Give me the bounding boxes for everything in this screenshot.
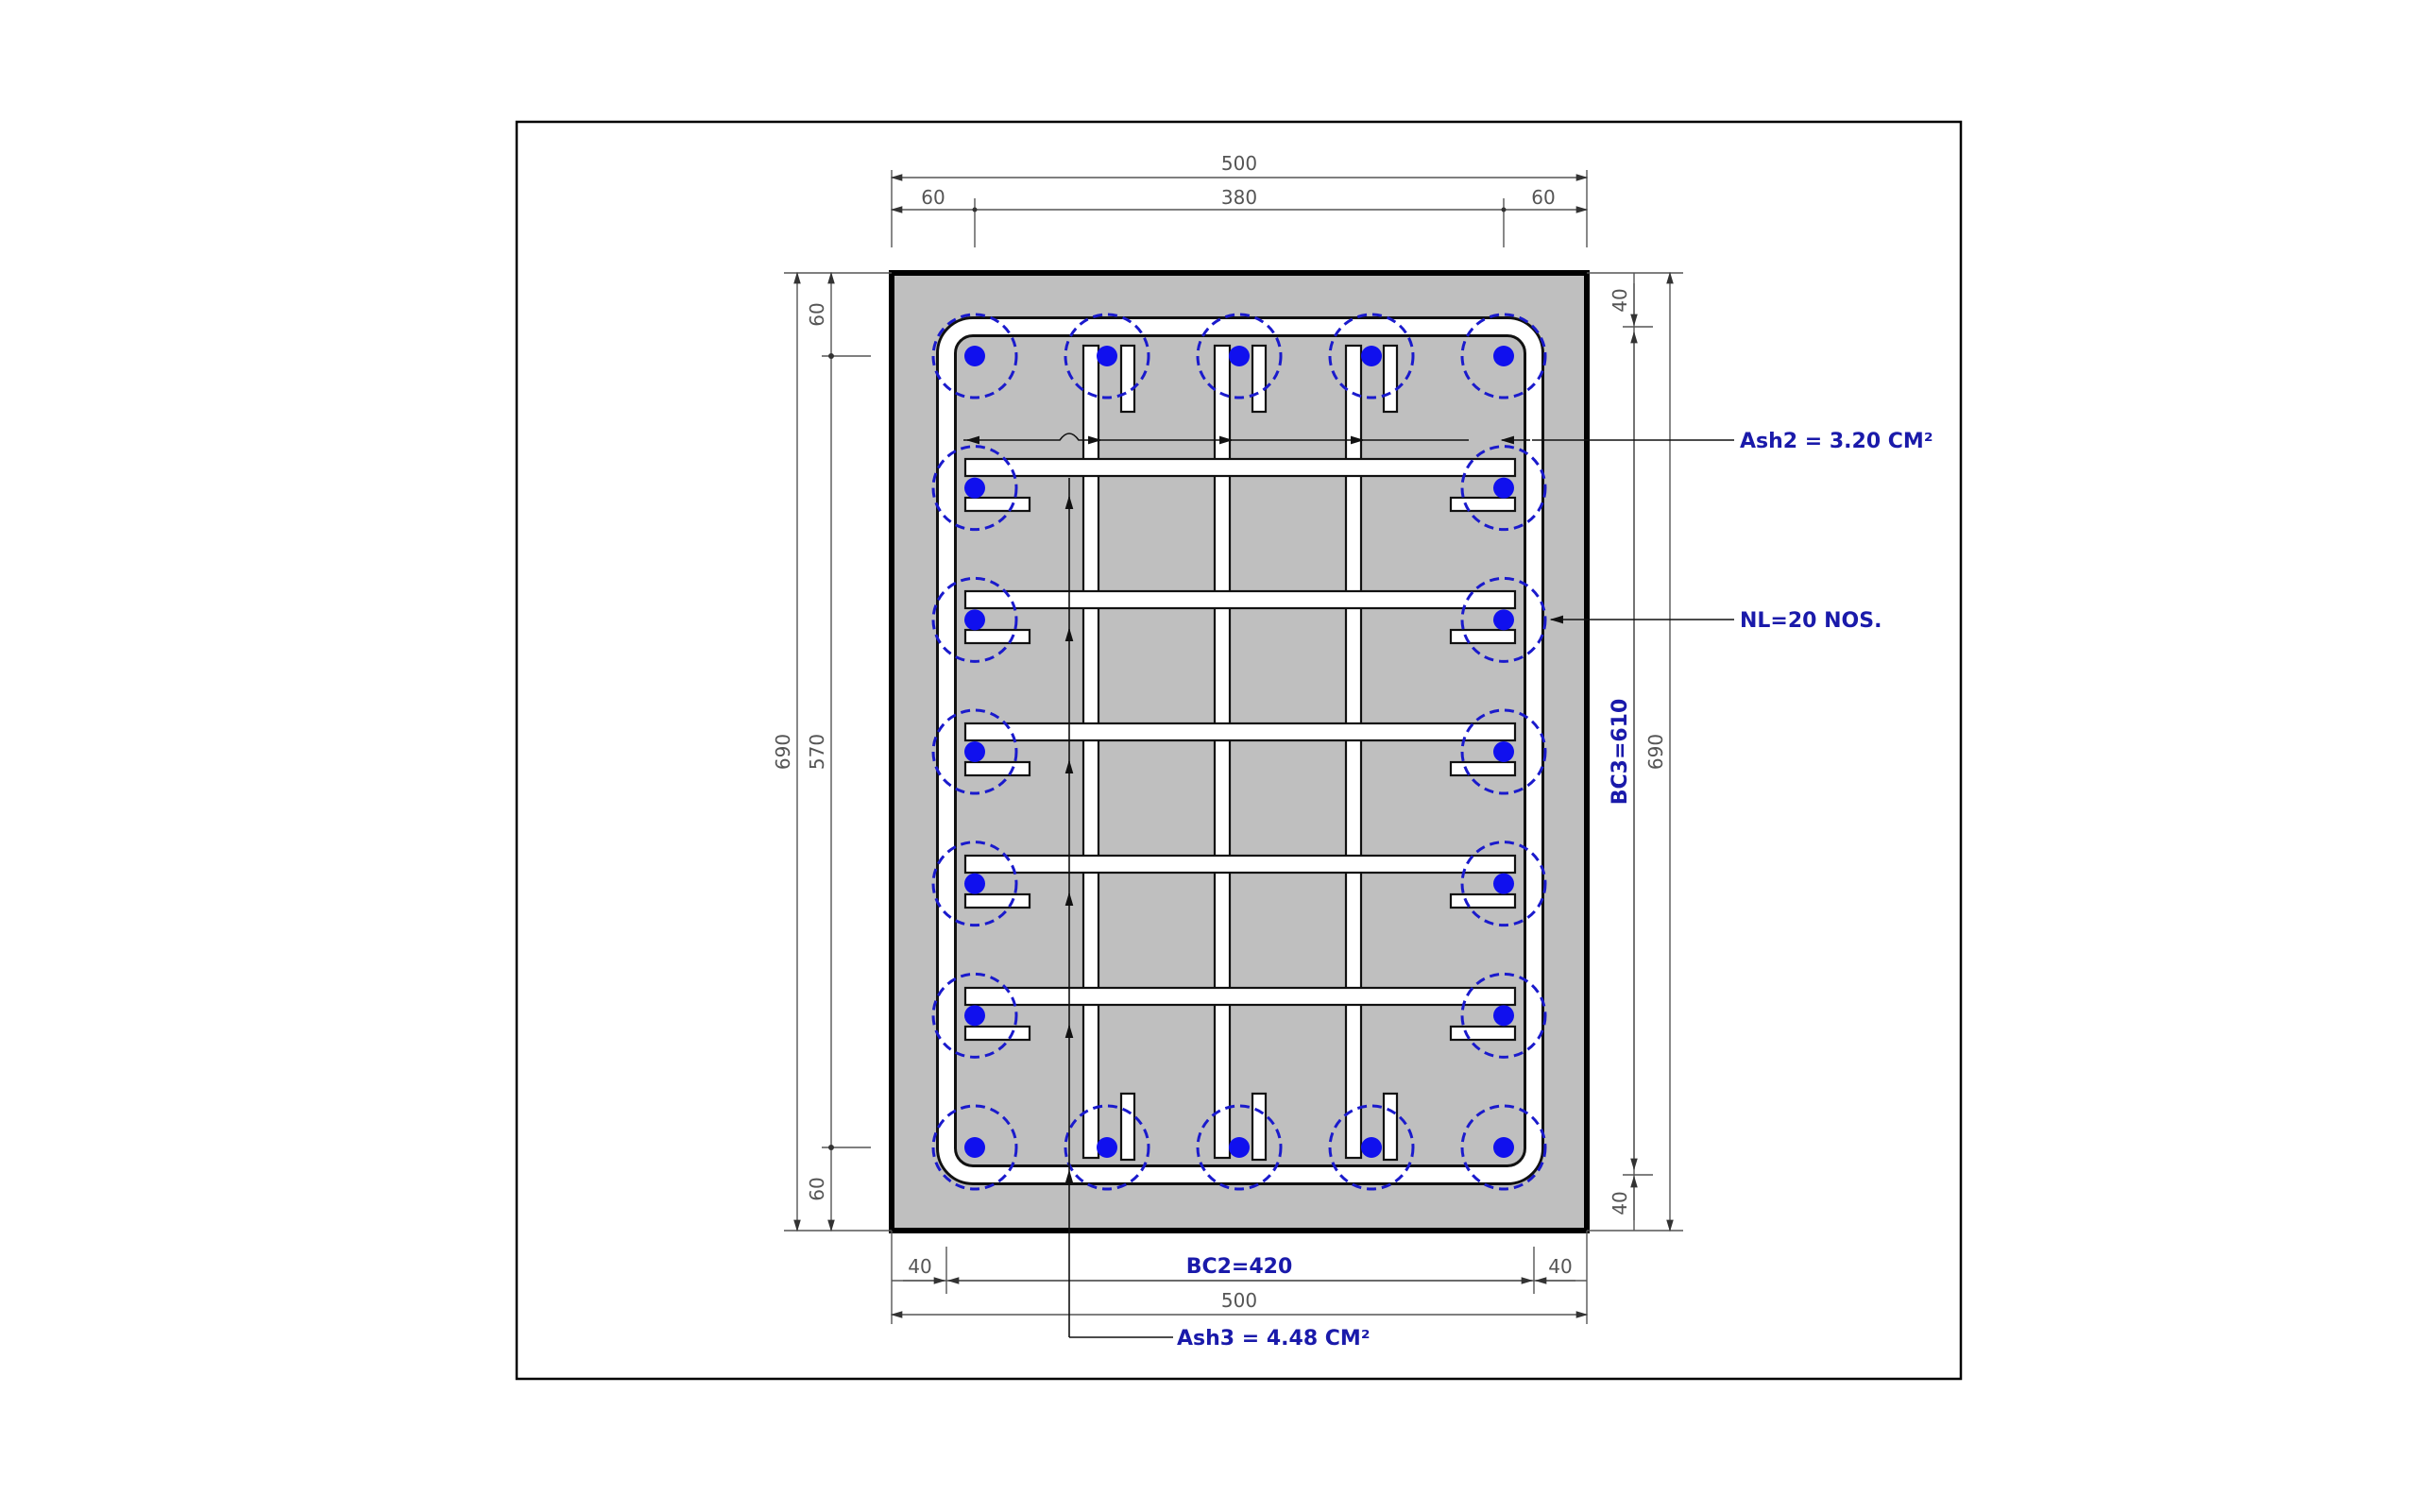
longitudinal-bar [1229, 346, 1250, 366]
dim-top-right-cover: 60 [1531, 186, 1555, 209]
longitudinal-bar [964, 609, 985, 631]
bar-lap-circle [1328, 313, 1415, 399]
concrete-section [889, 270, 1590, 1233]
longitudinal-bar [964, 346, 985, 366]
longitudinal-bar [1361, 1137, 1382, 1158]
bar-lap-circle [1064, 1104, 1150, 1191]
drawing-frame [515, 120, 1963, 1381]
longitudinal-bar [964, 873, 985, 894]
dim-right-bottom-cover: 40 [1609, 1191, 1631, 1215]
dim-left-bottom-cover: 60 [806, 1177, 828, 1200]
bar-lap-circle [1460, 972, 1547, 1059]
ties [936, 316, 1544, 1185]
hook [963, 760, 1031, 777]
bar-lap-circle [1064, 313, 1150, 399]
label-bc3: BC3=610 [1609, 699, 1632, 806]
longitudinal-bar [964, 477, 985, 499]
longitudinal-bar [1493, 873, 1514, 894]
dim-top-core: 380 [1221, 186, 1257, 209]
dim-left-overall: 690 [772, 734, 794, 770]
longitudinal-bar [1493, 477, 1514, 499]
vertical-tie-2 [1213, 344, 1232, 1160]
longitudinal-bar [1493, 1137, 1514, 1158]
right-dimensions: 40 40 690 BC3=610 [1587, 271, 1683, 1232]
dim-right-overall: 690 [1644, 734, 1667, 770]
hook [1449, 892, 1517, 909]
longitudinal-bar [1229, 1137, 1250, 1158]
bar-lap-circle [1460, 841, 1547, 927]
longitudinal-bar [1493, 1005, 1514, 1027]
dim-bottom-left-cover: 40 [908, 1255, 931, 1278]
label-bc2: BC2=420 [1186, 1255, 1293, 1279]
longitudinal-bar [964, 1005, 985, 1027]
longitudinal-bar [1097, 1137, 1117, 1158]
hook [1382, 344, 1399, 414]
longitudinal-bars [931, 313, 1547, 1191]
hook [1449, 1025, 1517, 1042]
dim-top-left-cover: 60 [921, 186, 945, 209]
bar-lap-circle [1196, 313, 1283, 399]
hook [1251, 1092, 1268, 1162]
label-ash2: Ash2 = 3.20 CM² [1740, 430, 1933, 453]
horizontal-tie-1 [963, 457, 1517, 478]
hook [963, 1025, 1031, 1042]
longitudinal-bar [1493, 346, 1514, 366]
longitudinal-bar [964, 1137, 985, 1158]
left-dimensions: 690 570 60 60 [772, 271, 892, 1232]
bar-lap-circle [1460, 1104, 1547, 1191]
nl-leader: NL=20 NOS. [1549, 609, 1882, 633]
outer-hoop-inner [939, 319, 1541, 1182]
bar-lap-circle [931, 841, 1018, 927]
label-ash3: Ash3 = 4.48 CM² [1177, 1327, 1370, 1351]
hook [1382, 1092, 1399, 1162]
bar-lap-circle [1328, 1104, 1415, 1191]
bar-lap-circle [931, 708, 1018, 795]
dim-top-overall: 500 [1221, 152, 1257, 175]
longitudinal-bar [1097, 346, 1117, 366]
hook [1449, 496, 1517, 513]
hook [1119, 344, 1136, 414]
dim-bottom-overall: 500 [1221, 1289, 1257, 1312]
dim-right-top-cover: 40 [1609, 288, 1631, 312]
dim-left-core: 570 [806, 734, 828, 770]
longitudinal-bar [964, 741, 985, 762]
hook [1449, 628, 1517, 645]
vertical-tie-3 [1344, 344, 1363, 1160]
bar-lap-circle [1460, 576, 1547, 663]
hook [963, 496, 1031, 513]
longitudinal-bar [1361, 346, 1382, 366]
hook [963, 628, 1031, 645]
bar-lap-circle [931, 313, 1018, 399]
bar-lap-circle [931, 1104, 1018, 1191]
hook [1119, 1092, 1136, 1162]
bar-lap-circle [931, 576, 1018, 663]
horizontal-tie-4 [963, 854, 1517, 875]
bar-lap-circle [931, 445, 1018, 532]
ash2-leader: Ash2 = 3.20 CM² [963, 430, 1933, 453]
dim-bottom-right-cover: 40 [1548, 1255, 1572, 1278]
horizontal-tie-5 [963, 986, 1517, 1007]
horizontal-tie-2 [963, 589, 1517, 610]
bottom-dimensions: 40 40 BC2=420 500 [890, 1231, 1589, 1324]
label-nl: NL=20 NOS. [1740, 609, 1882, 633]
dim-left-top-cover: 60 [806, 302, 828, 326]
hook [1449, 760, 1517, 777]
horizontal-tie-3 [963, 722, 1517, 742]
ash3-leader: Ash3 = 4.48 CM² [1064, 478, 1370, 1351]
longitudinal-bar [1493, 741, 1514, 762]
vertical-tie-1 [1081, 344, 1100, 1160]
bar-lap-circle [1196, 1104, 1283, 1191]
bar-lap-circle [1460, 708, 1547, 795]
bar-lap-circle [931, 972, 1018, 1059]
hook [1251, 344, 1268, 414]
top-dimensions: 500 60 380 60 [890, 152, 1589, 247]
longitudinal-bar [1493, 609, 1514, 631]
bar-lap-circle [1460, 445, 1547, 532]
hook [963, 892, 1031, 909]
bar-lap-circle [1460, 313, 1547, 399]
